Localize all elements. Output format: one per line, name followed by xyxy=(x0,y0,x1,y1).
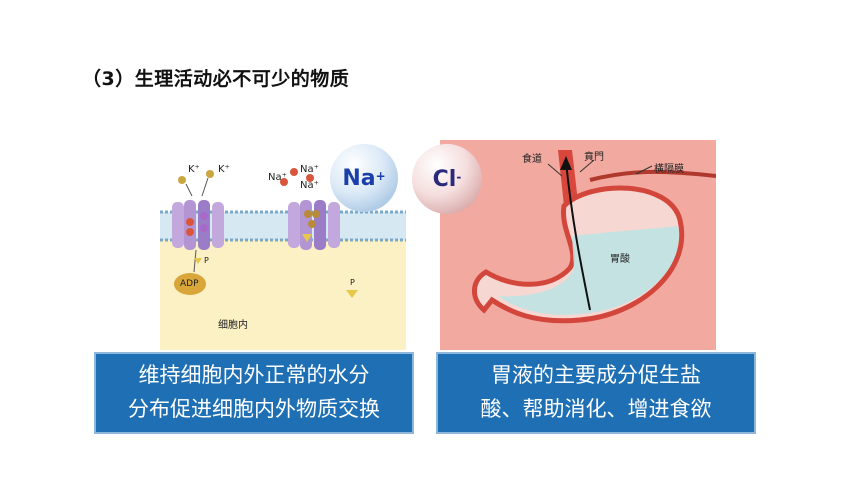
intracellular-label: 细胞内 xyxy=(218,320,248,331)
na-ion-label: Na⁺ xyxy=(300,164,319,175)
gastric-acid-label: 胃酸 xyxy=(610,254,630,265)
stomach-illustration xyxy=(472,150,716,324)
sodium-symbol: Na xyxy=(342,165,376,191)
stomach-figure: 食道 賁門 橫隔膜 胃酸 xyxy=(440,140,716,350)
phosphate-label: P xyxy=(350,278,355,287)
cell-membrane-illustration xyxy=(160,168,406,350)
k-ion-label: K⁺ xyxy=(218,164,230,175)
phosphate-label: P xyxy=(204,256,209,265)
caption-line: 维持细胞内外正常的水分 xyxy=(138,363,370,387)
sodium-charge: + xyxy=(375,169,386,183)
caption-line: 分布促进细胞内外物质交换 xyxy=(128,397,380,421)
caption-line: 胃液的主要成分促生盐 xyxy=(491,363,701,387)
na-ion-label: Na⁺ xyxy=(300,180,319,191)
na-ion-label: Na⁺ xyxy=(268,172,287,183)
chloride-ion-badge: Cl- xyxy=(412,144,482,214)
sodium-function-caption: 维持细胞内外正常的水分 分布促进细胞内外物质交换 xyxy=(94,352,414,434)
caption-line: 酸、帮助消化、增进食欲 xyxy=(480,397,712,421)
esophagus-label: 食道 xyxy=(522,154,542,165)
chloride-charge: - xyxy=(456,170,462,184)
adp-label: ADP xyxy=(180,279,199,289)
k-ion-label: K⁺ xyxy=(188,164,200,175)
chloride-function-caption: 胃液的主要成分促生盐 酸、帮助消化、增进食欲 xyxy=(436,352,756,434)
section-heading: （3）生理活动必不可少的物质 xyxy=(82,68,350,90)
diaphragm-label: 橫隔膜 xyxy=(654,164,684,175)
cardia-label: 賁門 xyxy=(584,152,604,163)
sodium-ion-badge: Na+ xyxy=(330,144,398,212)
chloride-symbol: Cl xyxy=(432,166,457,192)
